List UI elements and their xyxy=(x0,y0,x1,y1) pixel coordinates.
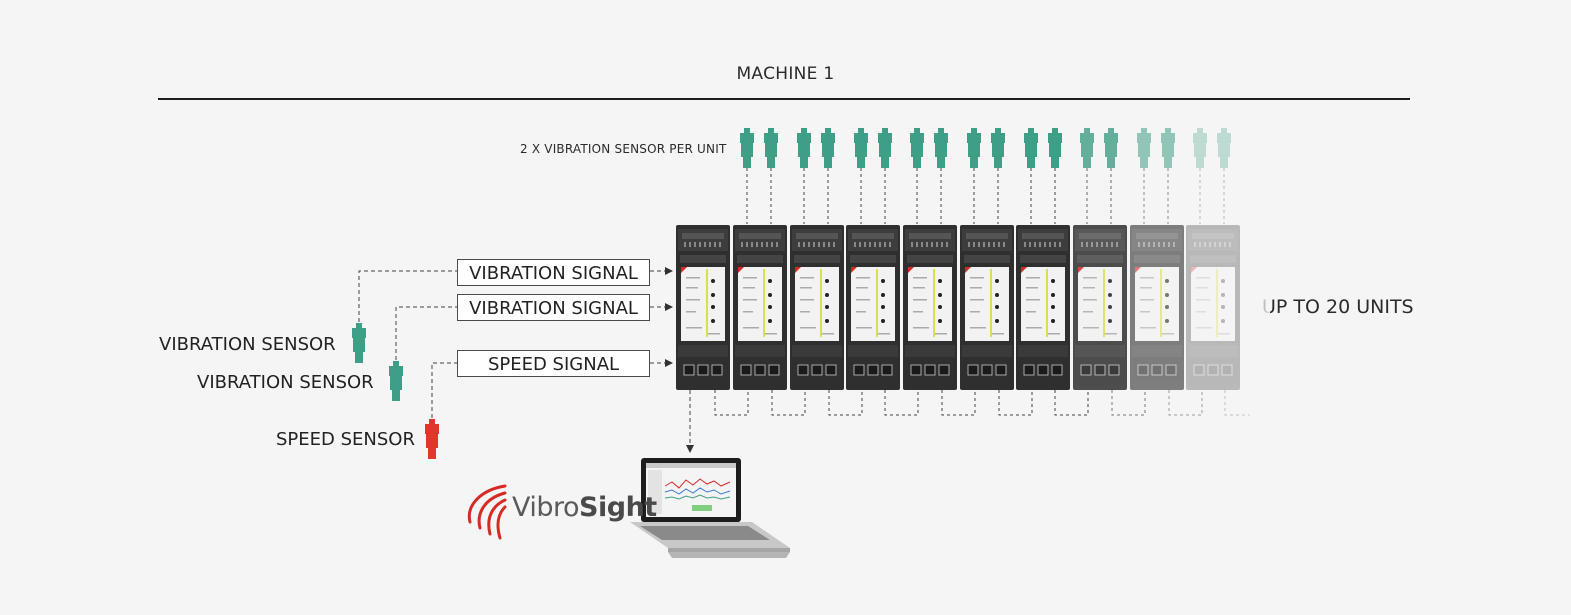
vibration-sensor-icon xyxy=(389,361,403,401)
vibrosight-logo: VibroSight xyxy=(512,492,657,523)
monitoring-unit-icon xyxy=(1129,224,1185,391)
monitoring-unit-icon xyxy=(789,224,845,391)
vibration-sensor-icon xyxy=(934,128,948,168)
vibration-sensor-icon xyxy=(967,128,981,168)
vibration-sensor-icon xyxy=(1137,128,1151,168)
speed-sensor-label: SPEED SENSOR xyxy=(276,429,415,450)
monitoring-unit-icon xyxy=(845,224,901,391)
monitoring-unit-icon xyxy=(675,224,731,391)
machine-title: MACHINE 1 xyxy=(736,64,835,84)
vibration-sensor-icon xyxy=(797,128,811,168)
vibration-sensor-icon xyxy=(910,128,924,168)
vibration-sensor-icon xyxy=(1217,128,1231,168)
vibration-sensor-icon xyxy=(1048,128,1062,168)
monitoring-unit-icon xyxy=(732,224,788,391)
vibrosight-logo-prefix: Vibro xyxy=(512,492,580,523)
monitoring-unit-icon xyxy=(1072,224,1128,391)
speed-sensor-icon xyxy=(425,419,439,459)
monitoring-unit-icon xyxy=(1185,224,1241,391)
vibration-sensor-icon xyxy=(854,128,868,168)
max-units-label: UP TO 20 UNITS xyxy=(1262,296,1414,318)
signal-lines xyxy=(358,267,694,453)
per-unit-sensor-label: 2 X VIBRATION SENSOR PER UNIT xyxy=(520,142,727,156)
vibration-sensor-icon xyxy=(352,323,366,363)
vibration-sensor-icon xyxy=(1193,128,1207,168)
vibration-sensor-icon xyxy=(991,128,1005,168)
vibration-sensor-icon xyxy=(764,128,778,168)
vibration-sensor-icon xyxy=(878,128,892,168)
unit-vibration-sensors xyxy=(746,168,1225,224)
vibration-sensor-icon xyxy=(1104,128,1118,168)
vibration-sensor-icon xyxy=(740,128,754,168)
speed-signal-box: SPEED SIGNAL xyxy=(457,350,650,377)
vibrosight-logo-suffix: Sight xyxy=(579,492,657,523)
vibration-sensor-icon xyxy=(1161,128,1175,168)
vibration-signal-box-2: VIBRATION SIGNAL xyxy=(457,294,650,321)
monitoring-unit-icon xyxy=(902,224,958,391)
vibration-sensor-icon xyxy=(821,128,835,168)
vibration-signal-box-1: VIBRATION SIGNAL xyxy=(457,259,650,286)
monitoring-unit-icon xyxy=(959,224,1015,391)
monitoring-unit-icon xyxy=(1015,224,1071,391)
vibration-sensor-icon xyxy=(1024,128,1038,168)
vibration-sensor-label-2: VIBRATION SENSOR xyxy=(197,372,374,393)
vibration-sensor-icon xyxy=(1080,128,1094,168)
unit-daisy-chain xyxy=(714,390,1250,416)
machine-divider xyxy=(158,98,1410,100)
vibration-sensor-label-1: VIBRATION SENSOR xyxy=(159,334,336,355)
vibrosight-logo-icon xyxy=(467,484,507,540)
monitoring-units xyxy=(675,224,1241,391)
laptop-icon xyxy=(630,458,790,558)
